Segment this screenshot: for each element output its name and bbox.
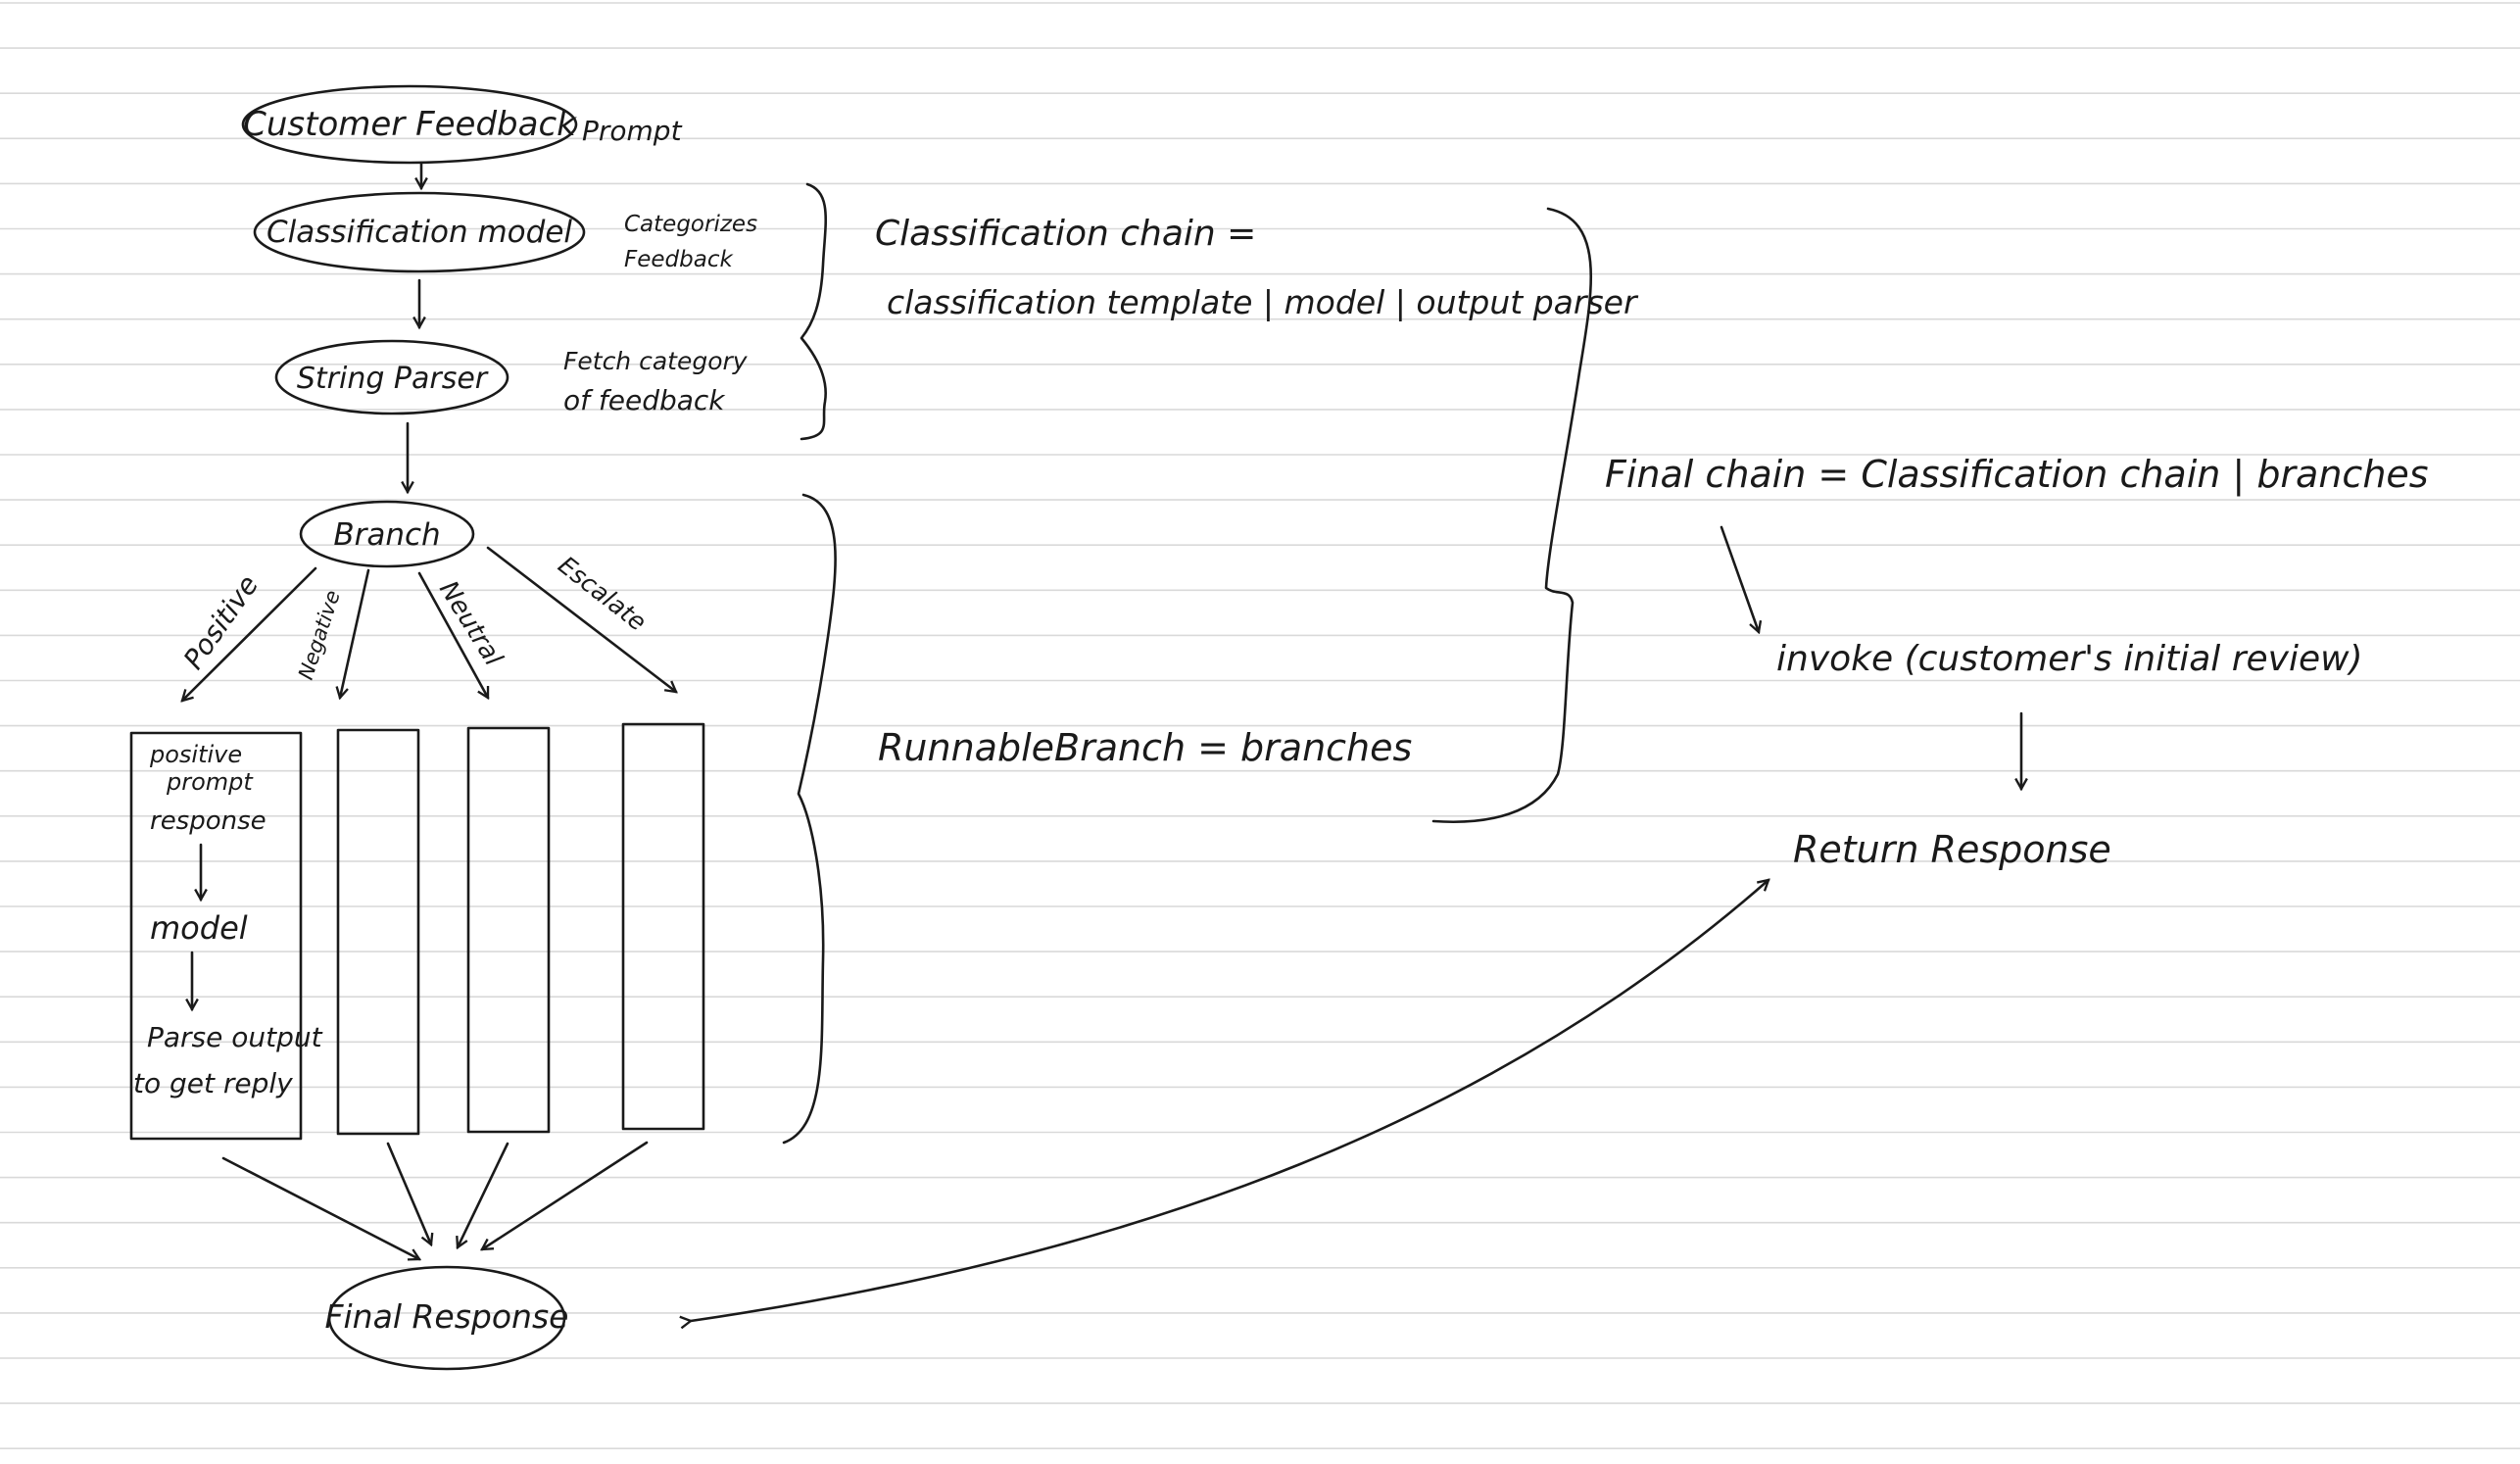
final-response-label: Final Response: [325, 1297, 569, 1336]
positive-box-line2: prompt: [166, 768, 254, 796]
arrow-escalate-to-final: [482, 1141, 649, 1249]
positive-box-line1: positive: [149, 741, 242, 768]
negative-branch-box: [336, 728, 420, 1136]
positive-box-parse-line1: Parse output: [147, 1021, 323, 1053]
arrow-final-chain-to-invoke: [1720, 525, 1759, 632]
string-parser-label: String Parser: [297, 362, 489, 396]
brace-final-chain: [1431, 207, 1592, 823]
arrow-negative-to-final: [386, 1142, 431, 1244]
arrow-final-response-return-response: [691, 880, 1769, 1321]
arrow-positive-to-final: [221, 1156, 419, 1259]
arrow-branch-neutral: [417, 571, 490, 698]
categorizes-label-line2: Feedback: [624, 247, 734, 272]
classification-model-label: Classification model: [267, 215, 572, 250]
final-response-node: [327, 1265, 566, 1371]
branch-label-positive: Positive: [177, 569, 266, 675]
return-response-annotation: Return Response: [1793, 828, 2111, 871]
classification-model-node: [253, 191, 586, 273]
branch-node: [299, 500, 475, 568]
branch-label: Branch: [333, 517, 440, 553]
prompt-label: Prompt: [582, 115, 683, 147]
fetch-category-line2: of feedback: [563, 384, 726, 416]
brace-runnable-branch: [782, 493, 837, 1145]
categorizes-label-line1: Categorizes: [624, 212, 757, 237]
arrow-branch-escalate: [486, 546, 676, 692]
fetch-category-line1: Fetch category: [563, 347, 749, 375]
neutral-branch-box: [466, 726, 551, 1134]
arrow-branch-positive: [182, 566, 317, 701]
classification-chain-line2: classification template | model | output…: [887, 283, 1639, 321]
final-chain-annotation: Final chain = Classification chain | bra…: [1605, 453, 2429, 497]
customer-feedback-label: Customer Feedback: [243, 105, 577, 144]
positive-branch-box: [129, 731, 303, 1141]
branch-label-escalate: Escalate: [553, 551, 652, 637]
brace-classification-chain: [800, 182, 827, 441]
string-parser-node: [274, 339, 509, 415]
classification-chain-line1: Classification chain =: [875, 214, 1256, 254]
positive-box-model: model: [150, 909, 248, 947]
arrow-neutral-to-final: [458, 1142, 509, 1247]
escalate-branch-box: [621, 722, 705, 1131]
positive-box-line3: response: [150, 806, 267, 836]
customer-feedback-node: [241, 84, 578, 165]
arrow-branch-negative: [340, 568, 370, 698]
invoke-annotation: invoke (customer's initial review): [1776, 639, 2363, 679]
runnable-branch-annotation: RunnableBranch = branches: [878, 726, 1412, 769]
positive-box-parse-line2: to get reply: [133, 1067, 293, 1099]
